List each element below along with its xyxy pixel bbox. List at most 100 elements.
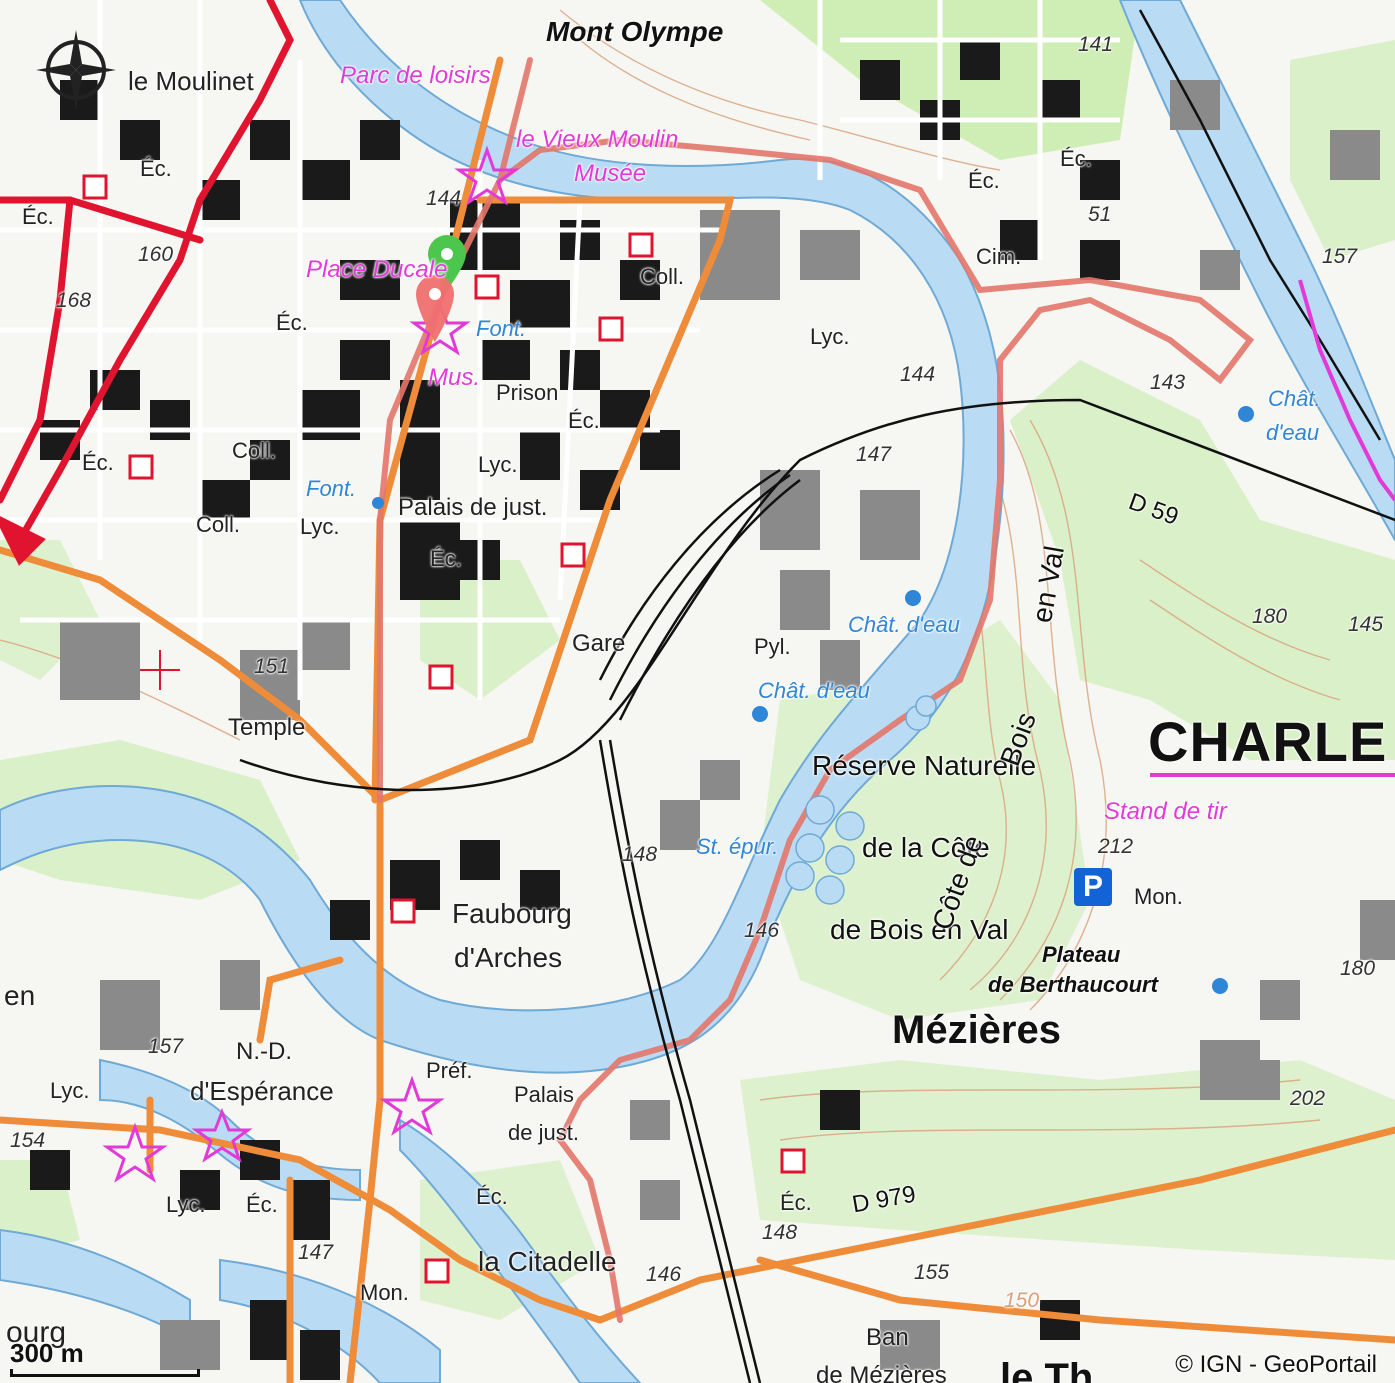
- compass-rose-icon[interactable]: [36, 30, 116, 110]
- label-ec-3: Éc.: [22, 204, 54, 229]
- label-ban2: de Mézières: [816, 1362, 947, 1383]
- label-esperance: d'Espérance: [190, 1076, 334, 1106]
- cross-icon: [390, 898, 416, 924]
- label-coll-3: Coll.: [196, 512, 241, 537]
- label-berthaucourt: de Berthaucourt: [988, 972, 1158, 997]
- parking-icon: P: [1074, 868, 1112, 906]
- poi-star-icon: [409, 300, 471, 356]
- label-lyc-6: Lyc.: [166, 1192, 206, 1217]
- cross-icon: [628, 232, 654, 258]
- elevation-146-bottom: 146: [646, 1263, 682, 1286]
- label-ec-2: Éc.: [140, 156, 172, 181]
- ruin-icon: [140, 650, 180, 690]
- label-coll-2: Coll.: [232, 438, 277, 463]
- elevation-168: 168: [56, 289, 92, 312]
- cross-icon: [560, 542, 586, 568]
- elevation-155: 155: [914, 1261, 950, 1284]
- poi-star-icon: [379, 1075, 445, 1136]
- treatment-basins: [785, 695, 937, 905]
- label-chat-eau-1: Chât. d'eau: [848, 612, 960, 637]
- elevation-141: 141: [1078, 33, 1114, 56]
- label-palais-2b: de just.: [508, 1120, 579, 1145]
- elevation-148-mid: 148: [622, 843, 658, 866]
- label-lyc-3: Lyc.: [300, 514, 340, 539]
- elevation-151: 151: [254, 655, 290, 678]
- label-palais-2: Palais: [514, 1082, 574, 1107]
- water-tower-icon: [905, 590, 921, 606]
- water-tower-icon: [372, 497, 384, 509]
- label-lyc-5: Lyc.: [50, 1078, 90, 1103]
- elevation-147-bottom: 147: [298, 1241, 334, 1264]
- poi-star-icon: [191, 1107, 253, 1163]
- label-gare: Gare: [572, 630, 626, 657]
- label-place-ducale: Place Ducale: [306, 256, 448, 283]
- street-grid: [0, 0, 1120, 700]
- label-mus: Mus.: [428, 364, 481, 391]
- label-prison: Prison: [496, 380, 559, 405]
- cross-icon: [82, 174, 108, 200]
- cross-icon: [474, 274, 500, 300]
- label-le-theux: le Th: [1000, 1356, 1094, 1383]
- label-ec-1: Éc.: [568, 408, 600, 433]
- label-ec-center: Éc.: [430, 546, 462, 571]
- label-le-moulinet: le Moulinet: [128, 66, 254, 96]
- label-st-epur: St. épur.: [696, 834, 779, 859]
- elevation-144: 144: [900, 363, 936, 386]
- label-mon-1: Mon.: [1134, 884, 1183, 909]
- elevation-150: 150: [1004, 1289, 1040, 1312]
- label-ec-cim-area: Éc.: [968, 168, 1000, 193]
- water-tower-icon: [752, 706, 768, 722]
- label-citadelle: la Citadelle: [478, 1246, 617, 1277]
- label-stand-tir: Stand de tir: [1104, 798, 1227, 825]
- label-ec-top: Éc.: [1060, 146, 1092, 171]
- cross-icon: [428, 664, 454, 690]
- elevation-180-b: 180: [1340, 957, 1376, 980]
- water-tower-icon: [1212, 978, 1228, 994]
- elevation-51: 51: [1088, 203, 1112, 226]
- elevation-148-bottom: 148: [762, 1221, 798, 1244]
- label-cote: de la Côte: [862, 832, 990, 863]
- label-nd: N.-D.: [236, 1038, 292, 1065]
- label-ec-bottom-1: Éc.: [246, 1192, 278, 1217]
- elevation-147: 147: [856, 443, 892, 466]
- elevation-157-left: 157: [148, 1035, 184, 1058]
- railway-lines: [239, 9, 1395, 1383]
- water-tower-icon: [1238, 406, 1254, 422]
- elevation-154: 154: [10, 1129, 46, 1152]
- label-faubourg: Faubourg: [452, 898, 572, 929]
- elevation-212: 212: [1098, 835, 1134, 858]
- building-cross-icons: [82, 174, 806, 1284]
- label-mezieres: Mézières: [892, 1008, 1061, 1052]
- primary-roads: [0, 0, 294, 566]
- poi-star-icon: [102, 1122, 168, 1183]
- elevation-180: 180: [1252, 605, 1288, 628]
- label-ec-bottom-2: Éc.: [476, 1184, 508, 1209]
- departmental-boundary: [1298, 279, 1395, 502]
- label-vieux-moulin: le Vieux Moulin: [516, 126, 679, 153]
- elevation-157-right: 157: [1322, 245, 1358, 268]
- label-ec-4: Éc.: [276, 310, 308, 335]
- scale-bar: [10, 1369, 200, 1377]
- label-mon-2: Mon.: [360, 1280, 409, 1305]
- elevation-145: 145: [1348, 613, 1384, 636]
- cross-icon: [780, 1148, 806, 1174]
- label-en-left: en: [4, 980, 36, 1011]
- label-parc-loisirs: Parc de loisirs: [340, 62, 491, 89]
- cross-icon: [598, 316, 624, 342]
- poi-star-icons: [102, 145, 520, 1183]
- elevation-143: 143: [1150, 371, 1186, 394]
- map-pin-red-icon[interactable]: [412, 272, 458, 344]
- label-chat-eau-3: Chât.: [1268, 386, 1321, 411]
- water-tower-icons: [372, 406, 1254, 994]
- elevation-146-mid: 146: [744, 919, 780, 942]
- label-lyc-2: Lyc.: [478, 452, 518, 477]
- label-font-2: Font.: [306, 476, 357, 501]
- scale-bar-label: 300 m: [10, 1338, 84, 1368]
- elevation-202: 202: [1290, 1087, 1326, 1110]
- label-ban: Ban: [866, 1324, 909, 1351]
- label-pref: Préf.: [426, 1058, 473, 1083]
- map-attribution[interactable]: © IGN - GeoPortail: [1175, 1351, 1377, 1378]
- label-chat-eau-2: Chât. d'eau: [758, 678, 870, 703]
